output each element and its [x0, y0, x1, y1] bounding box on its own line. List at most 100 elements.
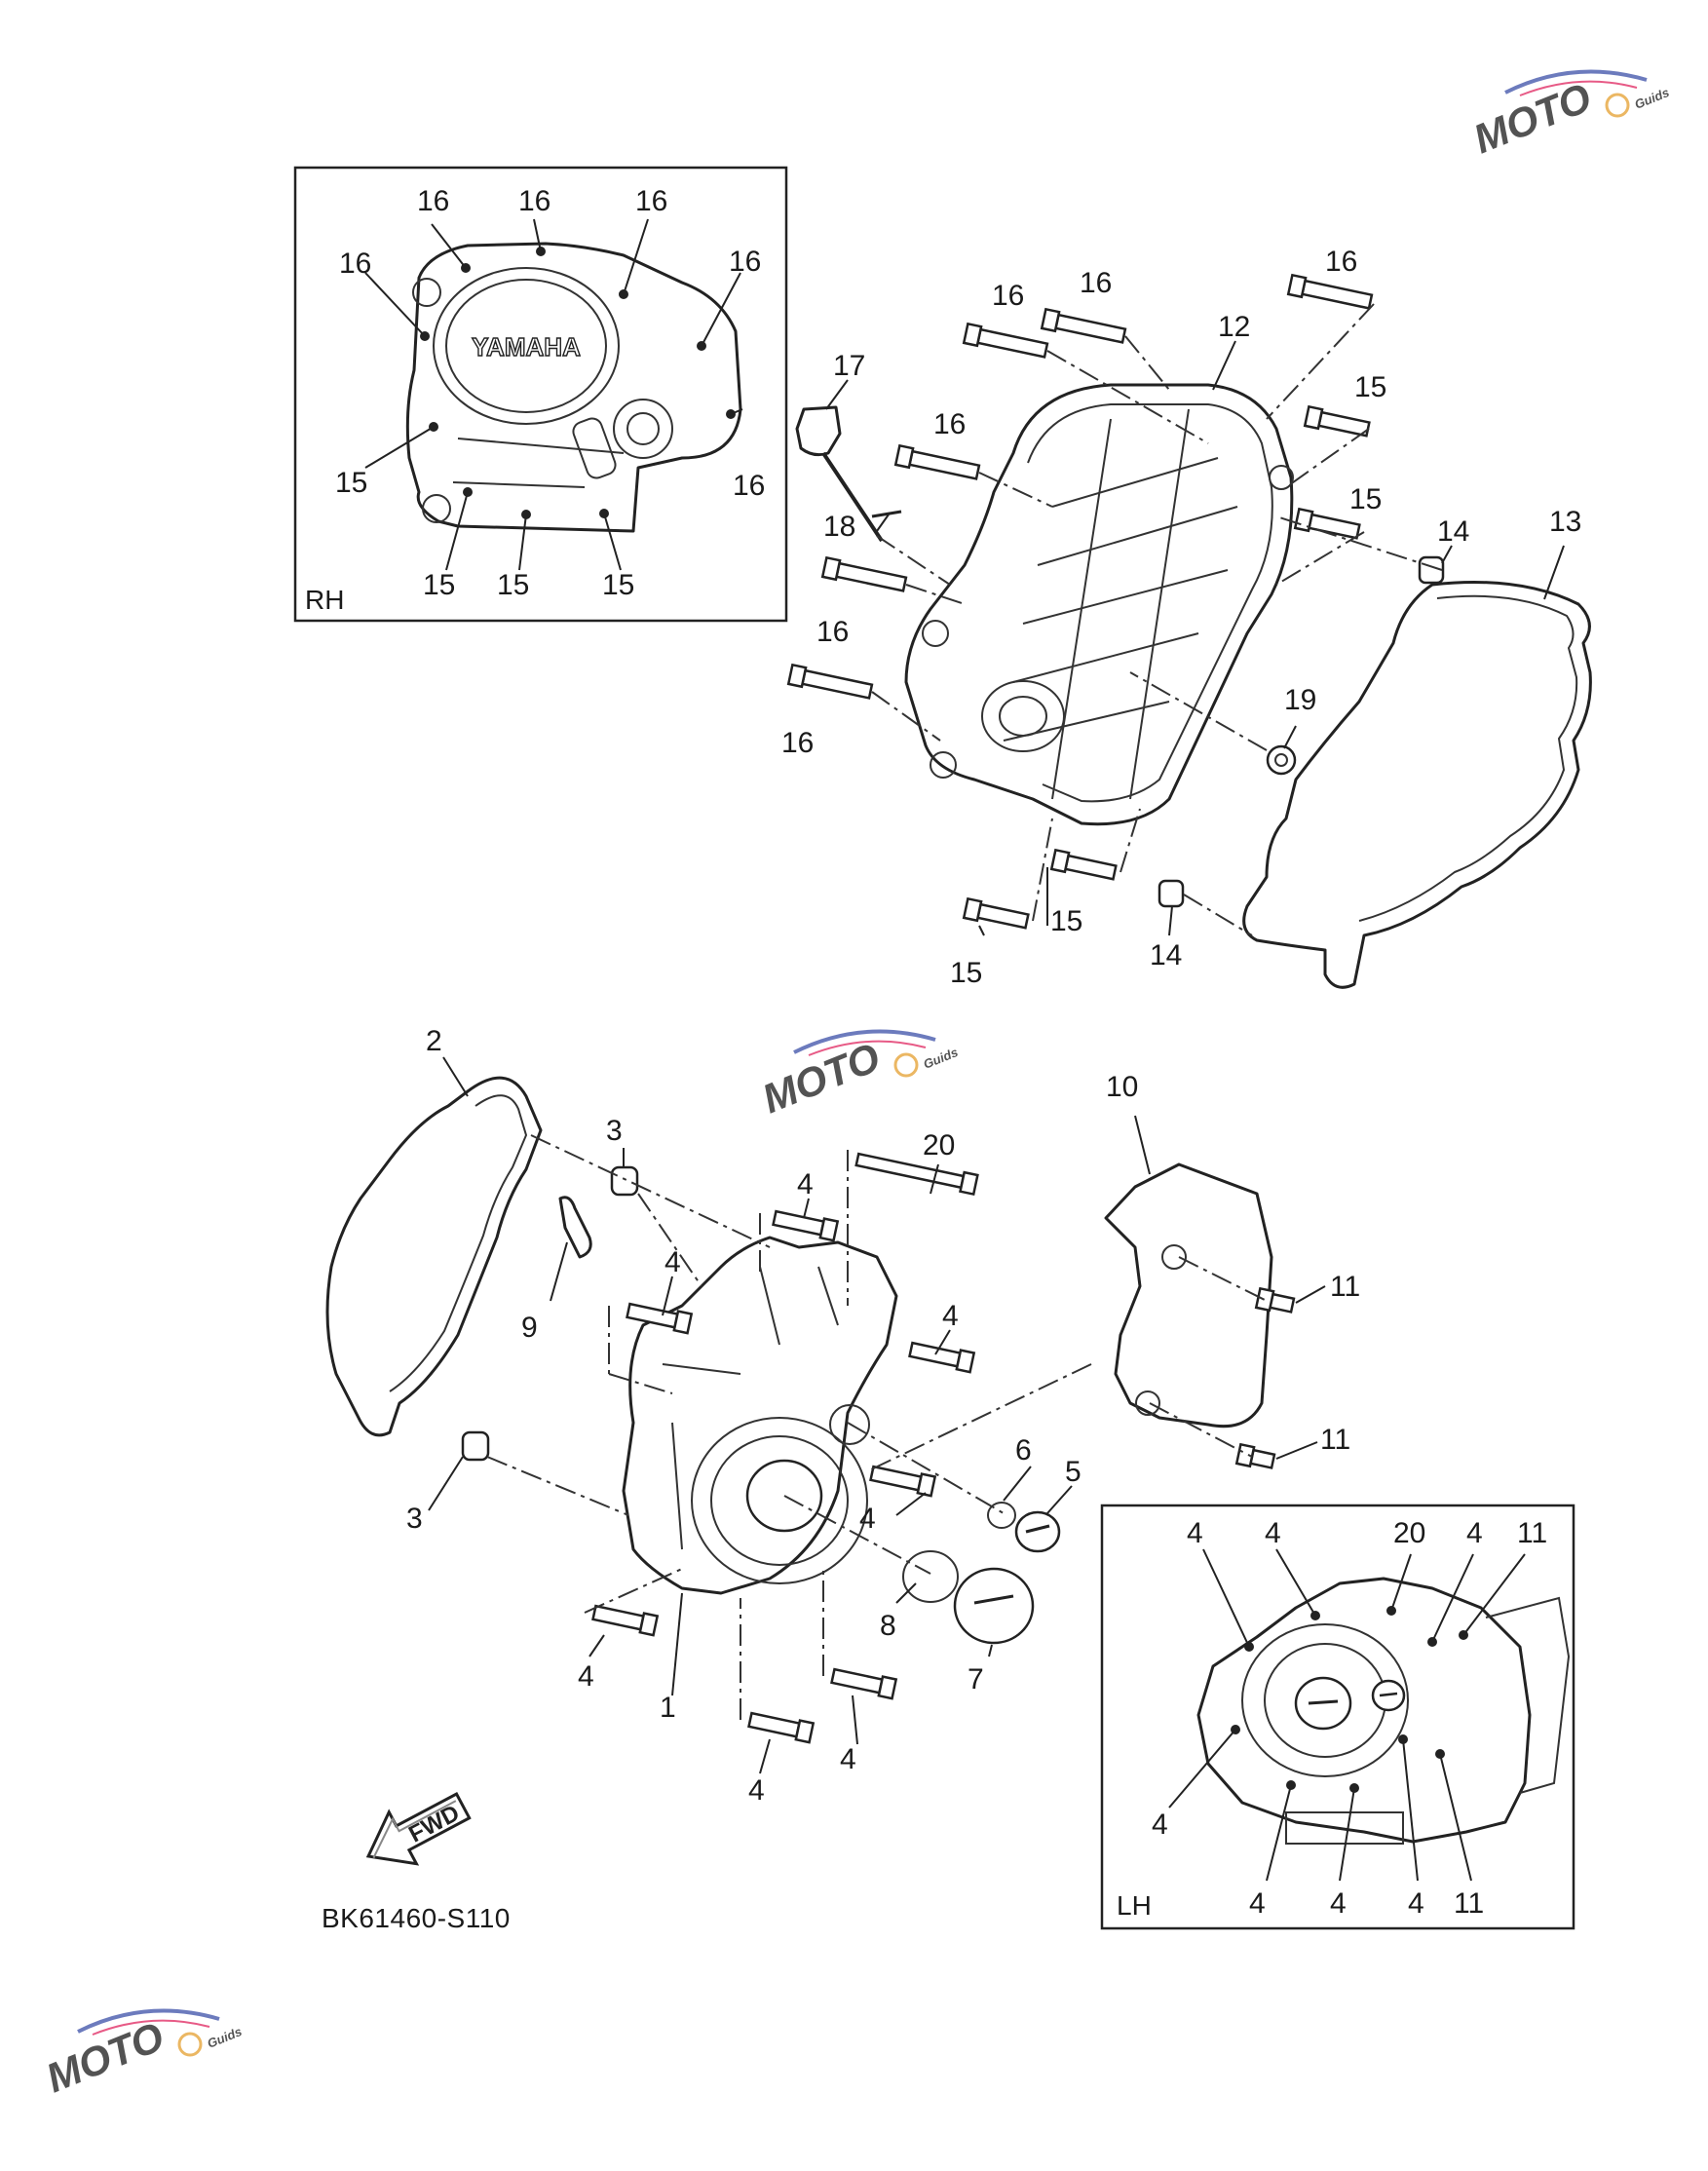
rh-bolt-points — [420, 247, 736, 519]
dowel-pin-left-upper — [610, 1165, 639, 1197]
plug-5-slot — [1025, 1524, 1050, 1534]
dowel-pin-lower — [1158, 879, 1185, 908]
callout-lh-4-a: 4 — [1187, 1517, 1203, 1549]
crankcase-cover-right-ribs — [1003, 408, 1238, 800]
callout-13: 13 — [1549, 506, 1581, 538]
lh-inset: LH 4 4 — [1100, 1504, 1575, 1930]
callout-4-c: 4 — [942, 1300, 959, 1332]
fwd-arrow-icon — [365, 1791, 472, 1866]
rh-inset-frame — [293, 166, 788, 623]
oil-seal-inner — [1274, 753, 1288, 767]
callout-rh-15-b: 15 — [423, 569, 455, 601]
lh-cover-assembly: 2 10 3 20 4 4 9 11 4 11 6 5 3 4 8 7 4 1 … — [325, 1025, 1360, 1807]
gasket-right — [1242, 581, 1592, 989]
clamp-9 — [558, 1196, 592, 1259]
sprocket-cover-eye-2 — [1135, 1390, 1160, 1416]
callout-1: 1 — [660, 1692, 676, 1724]
callout-2: 2 — [426, 1025, 442, 1057]
callout-lh-20: 20 — [1393, 1517, 1425, 1549]
callout-rh-16-c: 16 — [635, 185, 667, 217]
callout-14-lower: 14 — [1150, 939, 1182, 971]
left-cover-leaders — [428, 1056, 1326, 1774]
watermark-bottom-left: MOTO Guids — [40, 2008, 245, 2101]
watermark-sub: Guids — [206, 2024, 245, 2051]
plug-7-slot — [973, 1594, 1014, 1605]
sprocket-cover-eye-1 — [1161, 1244, 1187, 1270]
callout-16-upper-a: 16 — [992, 280, 1024, 312]
callout-4-a: 4 — [797, 1168, 814, 1200]
lh-inset-label: LH — [1117, 1890, 1152, 1921]
gasket-left-inner — [389, 1094, 528, 1392]
callout-4-b: 4 — [664, 1246, 681, 1278]
callout-lh-11-b: 11 — [1454, 1887, 1484, 1920]
rh-mount-eye — [412, 278, 441, 307]
callout-rh-16-b: 16 — [518, 185, 550, 217]
callout-4-d: 4 — [859, 1503, 876, 1535]
rh-leaders — [364, 218, 743, 571]
callout-10: 10 — [1106, 1071, 1138, 1103]
callout-16-upper-f: 16 — [781, 727, 814, 759]
lh-sprocket-cover-edge — [1485, 1596, 1571, 1794]
cover-eye-1 — [922, 620, 949, 647]
lh-dome — [1241, 1623, 1409, 1777]
callout-20: 20 — [923, 1129, 955, 1162]
lh-plug-small-slot — [1379, 1692, 1398, 1697]
callout-3-lower: 3 — [406, 1503, 423, 1535]
gasket-right-inner — [1358, 594, 1578, 922]
watermark-sub: Guids — [1633, 85, 1672, 112]
callout-19: 19 — [1284, 684, 1316, 716]
callout-15-upper-c: 15 — [1050, 905, 1082, 937]
right-cover-bolts — [786, 273, 1374, 930]
rh-clutch-dome — [433, 267, 620, 425]
crankcase-cover-left-dome — [691, 1417, 868, 1584]
plug-5 — [1014, 1510, 1061, 1553]
watermark-sub: Guids — [922, 1045, 961, 1072]
callout-lh-4-f: 4 — [1330, 1887, 1347, 1920]
callout-11-b: 11 — [1320, 1424, 1350, 1456]
watermark-top-right: MOTO Guids — [1467, 69, 1672, 162]
callout-15-upper-d: 15 — [950, 957, 982, 989]
callout-7: 7 — [968, 1663, 984, 1695]
crankcase-cover-left-dome-mid — [710, 1435, 849, 1566]
watermark-brand: MOTO — [40, 2013, 171, 2101]
right-cover-leaders — [825, 340, 1565, 936]
crankcase-cover-right-boss-inner — [999, 696, 1047, 737]
crankcase-cover-left-timing-port — [829, 1404, 870, 1445]
sprocket-cover — [1104, 1162, 1273, 1428]
rh-filler — [572, 417, 617, 479]
callout-lh-11-a: 11 — [1517, 1517, 1547, 1549]
o-ring-18 — [871, 510, 902, 518]
callout-16-upper-b: 16 — [1080, 267, 1112, 299]
watermark-center: MOTO Guids — [756, 1029, 961, 1122]
rh-cover-assembly: 17 16 16 12 16 15 16 15 18 14 13 16 16 1… — [781, 246, 1592, 989]
watermark-brand: MOTO — [756, 1034, 887, 1122]
callout-16-upper-e: 16 — [816, 616, 849, 648]
crankcase-cover-left-ribs — [662, 1266, 839, 1550]
callout-15-upper-a: 15 — [1354, 371, 1386, 403]
callout-rh-16-f: 16 — [733, 470, 765, 502]
cover-eye-2 — [930, 751, 957, 779]
callout-lh-4-b: 4 — [1265, 1517, 1281, 1549]
callout-rh-15-d: 15 — [602, 569, 634, 601]
callout-rh-15-c: 15 — [497, 569, 529, 601]
callout-11-a: 11 — [1330, 1271, 1360, 1303]
callout-rh-16-e: 16 — [729, 246, 761, 278]
callout-12: 12 — [1218, 311, 1250, 343]
cover-eye-3 — [1269, 465, 1294, 490]
callout-rh-15-a: 15 — [335, 467, 367, 499]
right-cover-alignment-lines — [871, 303, 1443, 936]
callout-18: 18 — [823, 511, 855, 543]
callout-5: 5 — [1065, 1456, 1082, 1488]
rh-brand-emboss: YAMAHA — [472, 332, 581, 362]
callout-lh-4-d: 4 — [1152, 1809, 1168, 1841]
callout-lh-4-g: 4 — [1408, 1887, 1424, 1920]
o-ring-8 — [902, 1550, 959, 1603]
callout-4-f: 4 — [840, 1743, 856, 1775]
callout-8: 8 — [880, 1610, 896, 1642]
callout-lh-4-e: 4 — [1249, 1887, 1266, 1920]
lh-leaders — [1168, 1548, 1526, 1882]
plug-7 — [953, 1567, 1035, 1645]
rh-oil-filter-inner — [626, 412, 660, 445]
dowel-pin-left-lower — [461, 1430, 490, 1462]
